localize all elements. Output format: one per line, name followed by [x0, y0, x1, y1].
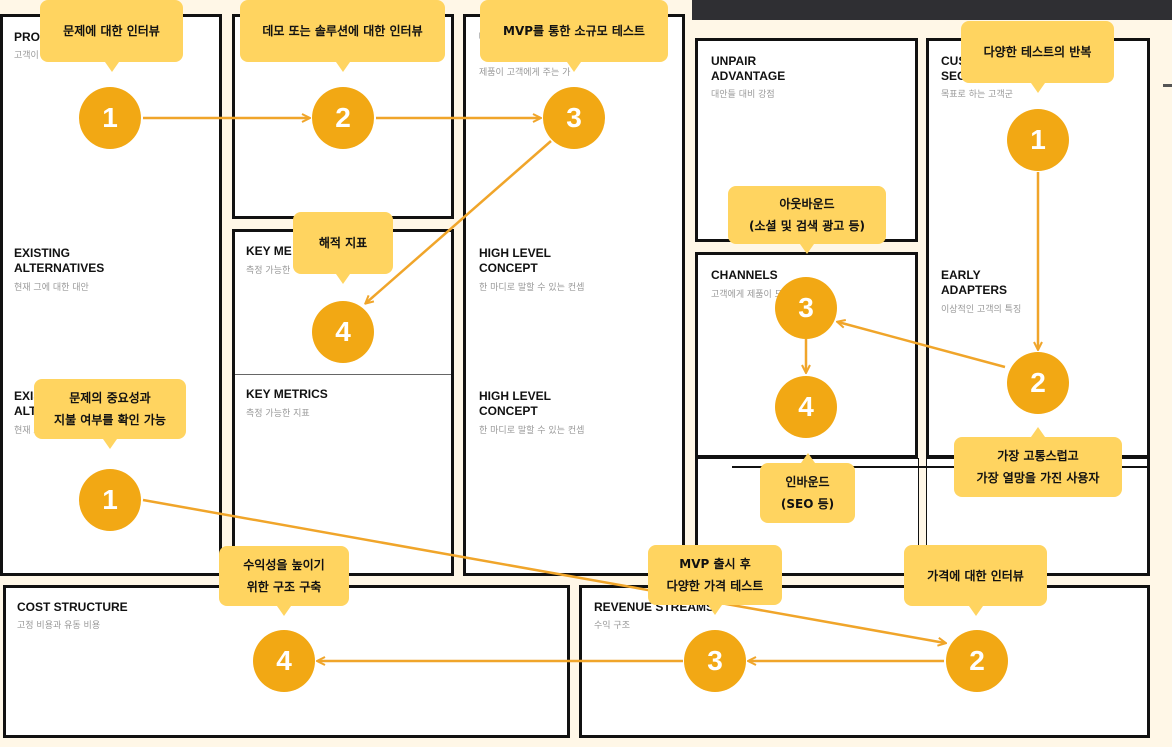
high-level-sub-2: 한 마디로 말할 수 있는 컨셉	[479, 426, 585, 436]
cost-sub: 고정 비용과 유동 비용	[17, 621, 101, 631]
unfair-title: UNPAIR ADVANTAGE	[711, 54, 786, 83]
high-level-title: HIGH LEVEL CONCEPT	[479, 246, 552, 275]
divider	[235, 374, 451, 375]
callout-repeat-tests: 다양한 테스트의 반복	[961, 21, 1114, 93]
existing-alt-sub: 현재 그에 대한 대안	[14, 283, 89, 293]
uvp-sub: 제품이 고객에게 주는 가	[479, 68, 571, 78]
early-adopters-sub: 이상적인 고객의 특징	[941, 305, 1022, 315]
revenue-sub: 수익 구조	[594, 621, 630, 631]
high-level-title-2: HIGH LEVEL CONCEPT	[479, 389, 552, 418]
channels-sub: 고객에게 제품이 도	[711, 290, 783, 300]
step-circle-problem-3: 3	[543, 87, 605, 149]
key-metrics-sub-2: 측정 가능한 지표	[246, 409, 310, 419]
arrow-r1-r2	[142, 498, 945, 643]
arrow-p3-p4	[366, 140, 552, 303]
step-circle-customer-1: 1	[1007, 109, 1069, 171]
callout-problem-interview: 문제에 대한 인터뷰	[40, 0, 183, 72]
step-circle-revenue-1: 1	[79, 469, 141, 531]
problem-title: PRO	[14, 30, 41, 44]
step-circle-problem-1: 1	[79, 87, 141, 149]
key-metrics-title-2: KEY METRICS	[246, 387, 328, 401]
channels-title: CHANNELS	[711, 268, 778, 282]
callout-mvp-launch: MVP 출시 후 다양한 가격 테스트	[648, 545, 782, 615]
cost-title: COST STRUCTURE	[17, 600, 128, 614]
key-metrics-sub: 측정 가능한	[246, 266, 291, 276]
problem-sub: 고객이	[14, 51, 39, 61]
divider-line	[732, 466, 1150, 468]
step-circle-problem-2: 2	[312, 87, 374, 149]
customer-seg-title: CUS SEG	[941, 54, 967, 83]
step-circle-revenue-2: 2	[946, 630, 1008, 692]
key-metrics-title: KEY ME	[246, 244, 292, 258]
step-circle-revenue-4: 4	[253, 630, 315, 692]
top-bar	[692, 0, 1172, 20]
callout-outbound: 아웃바운드 (소셜 및 검색 광고 등)	[728, 186, 886, 254]
callout-revenue-structure: 수익성을 높이기 위한 구조 구축	[219, 546, 349, 616]
existing-alt-title: EXISTING ALTERNATIVES	[14, 246, 105, 275]
early-adopters-title: EARLY ADAPTERS	[941, 268, 1008, 297]
callout-pirate-metrics: 해적 지표	[293, 212, 393, 284]
existing-alt-sub-2: 현재 그	[14, 426, 42, 436]
callout-demo-interview: 데모 또는 솔루션에 대한 인터뷰	[240, 0, 445, 72]
callout-inbound: 인바운드 (SEO 등)	[760, 453, 855, 523]
step-circle-customer-4: 4	[775, 376, 837, 438]
arrow-c2-c3	[838, 322, 1006, 369]
callout-price-interview: 가격에 대한 인터뷰	[904, 545, 1047, 616]
callout-mvp-test: MVP를 통한 소규모 테스트	[480, 0, 668, 72]
step-circle-customer-3: 3	[775, 277, 837, 339]
unfair-sub: 대안들 대비 강점	[711, 90, 775, 100]
high-level-sub: 한 마디로 말할 수 있는 컨셉	[479, 283, 585, 293]
callout-passionate-users: 가장 고통스럽고 가장 열망을 가진 사용자	[954, 427, 1122, 497]
callout-problem-importance: 문제의 중요성과 지불 여부를 확인 가능	[34, 379, 186, 449]
step-circle-customer-2: 2	[1007, 352, 1069, 414]
step-circle-problem-4: 4	[312, 301, 374, 363]
step-circle-revenue-3: 3	[684, 630, 746, 692]
customer-seg-sub: 목표로 하는 고객군	[941, 90, 1013, 100]
edge-marker	[1163, 84, 1172, 87]
